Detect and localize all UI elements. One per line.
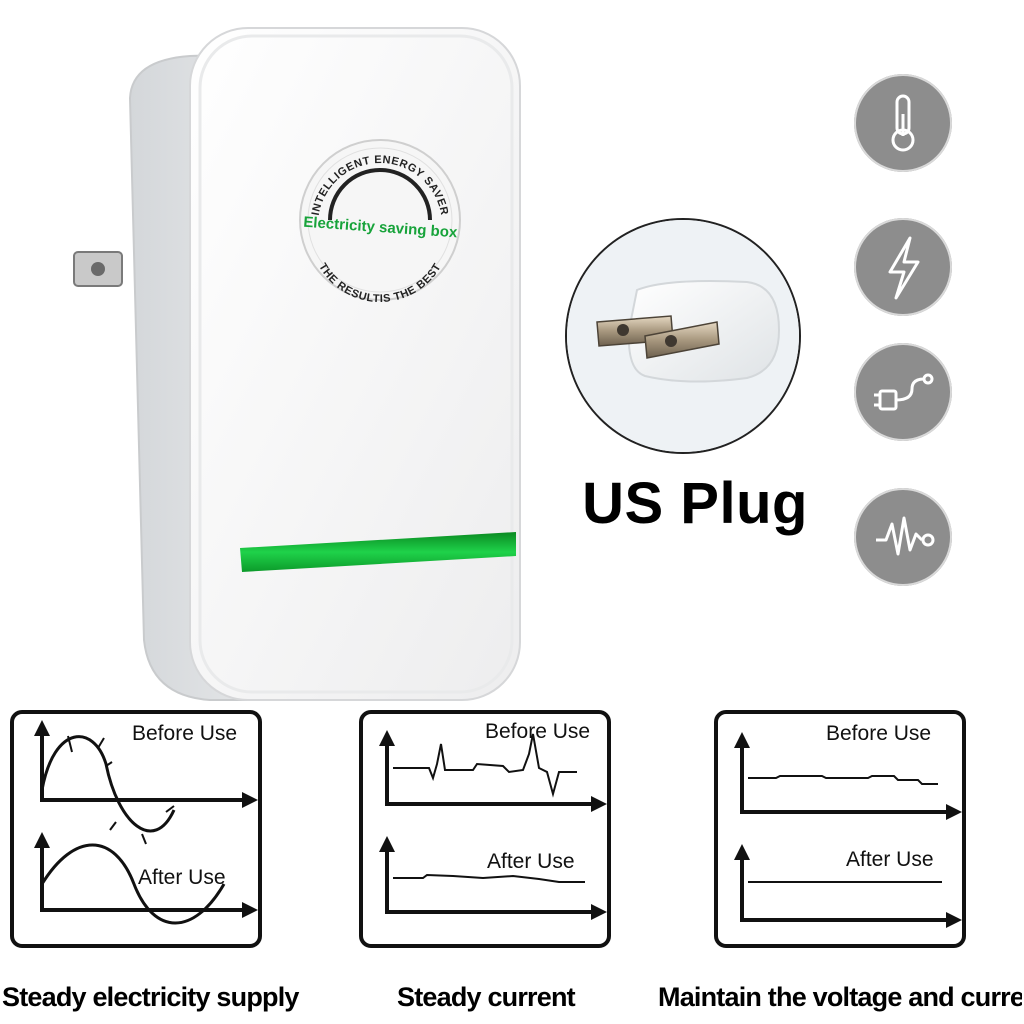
panel-3-after-label: After Use bbox=[846, 848, 934, 871]
panel-steady-current: Before Use After Use bbox=[359, 710, 611, 948]
plug-cable-icon bbox=[854, 343, 952, 441]
panel-2-before-label: Before Use bbox=[485, 720, 591, 743]
panel-3-before-label: Before Use bbox=[826, 722, 932, 745]
panel-1-after-label: After Use bbox=[138, 866, 226, 889]
caption-maintain-voltage: Maintain the voltage and current bbox=[658, 982, 1022, 1012]
panel-3-graphs bbox=[734, 732, 962, 928]
panel-electricity-supply: Before Use After Use bbox=[10, 710, 262, 948]
panel-1-after-wave bbox=[40, 843, 226, 925]
thermometer-icon bbox=[854, 74, 952, 172]
panel-1-before-label: Before Use bbox=[132, 722, 238, 745]
plug-type-title: US Plug bbox=[582, 471, 808, 536]
plug-prong-right bbox=[644, 321, 720, 359]
waveform-icon bbox=[854, 488, 952, 586]
caption-electricity-supply: Steady electricity supply bbox=[2, 982, 299, 1012]
panel-maintain-voltage: Before Use After Use bbox=[714, 710, 966, 948]
caption-steady-current: Steady current bbox=[397, 982, 576, 1012]
lightning-icon bbox=[854, 218, 952, 316]
panel-1-before-wave bbox=[40, 735, 176, 833]
panel-1-graphs bbox=[34, 720, 258, 925]
panel-2-graphs bbox=[379, 730, 607, 920]
panel-2-before-wave bbox=[393, 733, 577, 798]
energy-saver-device: INTELLIGENT ENERGY SAVER Electricity sav… bbox=[73, 27, 521, 701]
us-plug-closeup bbox=[565, 218, 801, 454]
energy-saver-badge: INTELLIGENT ENERGY SAVER Electricity sav… bbox=[299, 139, 461, 305]
panel-2-after-wave bbox=[393, 873, 585, 883]
panel-2-after-label: After Use bbox=[487, 850, 575, 873]
panel-3-before-wave bbox=[748, 775, 938, 785]
led-indicator-strip bbox=[240, 532, 516, 572]
